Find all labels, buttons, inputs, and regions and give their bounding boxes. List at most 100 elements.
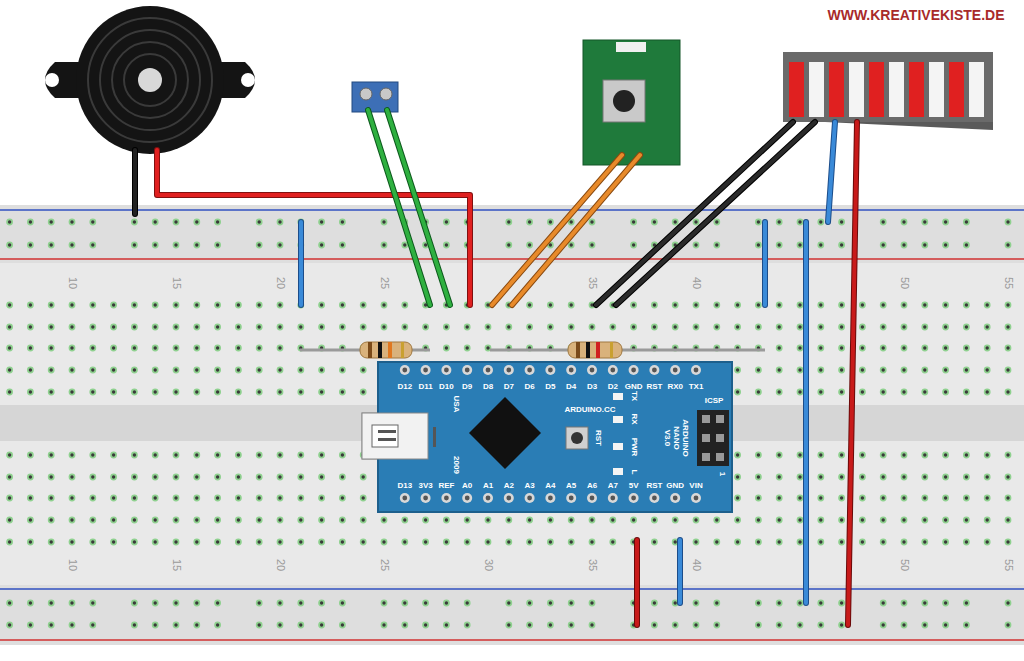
- hole: [297, 622, 304, 629]
- hole: [547, 517, 554, 524]
- hole: [50, 475, 53, 478]
- hole: [360, 517, 367, 524]
- hole: [50, 325, 53, 328]
- board-label: 2009: [452, 456, 460, 474]
- hole: [566, 493, 576, 503]
- hole: [840, 303, 843, 306]
- hole: [778, 518, 781, 521]
- hole: [362, 390, 365, 393]
- hole: [27, 367, 34, 374]
- hole: [902, 518, 905, 521]
- hole: [152, 474, 159, 481]
- hole: [923, 390, 926, 393]
- hole: [69, 242, 76, 249]
- hole: [154, 601, 157, 604]
- hole: [840, 518, 843, 521]
- resistor-symbol: [360, 342, 412, 358]
- hole: [528, 623, 531, 626]
- wires: [135, 110, 857, 625]
- hole: [8, 220, 11, 223]
- hole: [216, 518, 219, 521]
- hole: [1006, 325, 1009, 328]
- hole: [89, 452, 96, 459]
- hole: [403, 243, 406, 246]
- hole: [277, 367, 284, 374]
- hole: [466, 496, 469, 499]
- hole: [817, 242, 824, 249]
- hole: [445, 368, 448, 371]
- hole: [713, 242, 720, 249]
- hole: [424, 243, 427, 246]
- hole: [840, 220, 843, 223]
- hole: [235, 495, 242, 502]
- hole: [549, 220, 552, 223]
- hole: [237, 475, 240, 478]
- hole: [89, 219, 96, 226]
- hole: [339, 600, 346, 607]
- hole: [214, 622, 221, 629]
- hole: [174, 623, 177, 626]
- hole: [214, 302, 221, 309]
- hole: [27, 495, 34, 502]
- hole: [29, 601, 32, 604]
- hole: [902, 368, 905, 371]
- hole: [963, 367, 970, 374]
- hole: [984, 495, 991, 502]
- hole: [133, 453, 136, 456]
- hole: [549, 601, 552, 604]
- hole: [1006, 368, 1009, 371]
- hole: [1006, 453, 1009, 456]
- hole: [570, 243, 573, 246]
- hole: [797, 539, 804, 546]
- hole: [29, 475, 32, 478]
- hole: [944, 540, 947, 543]
- hole: [381, 242, 388, 249]
- hole: [507, 623, 510, 626]
- hole: [6, 452, 13, 459]
- hole: [214, 242, 221, 249]
- hole: [965, 540, 968, 543]
- hole: [110, 345, 117, 352]
- hole: [797, 324, 804, 331]
- hole: [216, 243, 219, 246]
- hole: [91, 303, 94, 306]
- hole: [902, 453, 905, 456]
- hole: [549, 540, 552, 543]
- hole: [776, 539, 783, 546]
- hole: [736, 475, 739, 478]
- hole: [486, 368, 491, 373]
- hole: [48, 242, 55, 249]
- hole: [216, 496, 219, 499]
- hole: [174, 368, 177, 371]
- hole: [110, 324, 117, 331]
- hole: [195, 220, 198, 223]
- hole: [154, 346, 157, 349]
- power-rail: [0, 585, 1024, 645]
- hole: [713, 539, 720, 546]
- hole: [299, 518, 302, 521]
- hole: [734, 367, 741, 374]
- hole: [1006, 303, 1009, 306]
- hole: [901, 324, 908, 331]
- hole: [921, 600, 928, 607]
- hole: [901, 389, 908, 396]
- hole: [112, 453, 115, 456]
- hole: [299, 540, 302, 543]
- board-label: A0: [462, 482, 472, 490]
- hole: [568, 539, 575, 546]
- hole: [670, 365, 680, 375]
- hole: [152, 622, 159, 629]
- hole: [445, 518, 448, 521]
- hole: [507, 368, 510, 371]
- hole: [152, 452, 159, 459]
- hole: [131, 517, 138, 524]
- hole: [235, 389, 242, 396]
- hole: [901, 302, 908, 309]
- hole: [693, 622, 700, 629]
- hole: [713, 622, 720, 629]
- hole: [341, 220, 344, 223]
- hole: [528, 325, 531, 328]
- hole: [942, 452, 949, 459]
- hole: [382, 601, 385, 604]
- hole: [797, 389, 804, 396]
